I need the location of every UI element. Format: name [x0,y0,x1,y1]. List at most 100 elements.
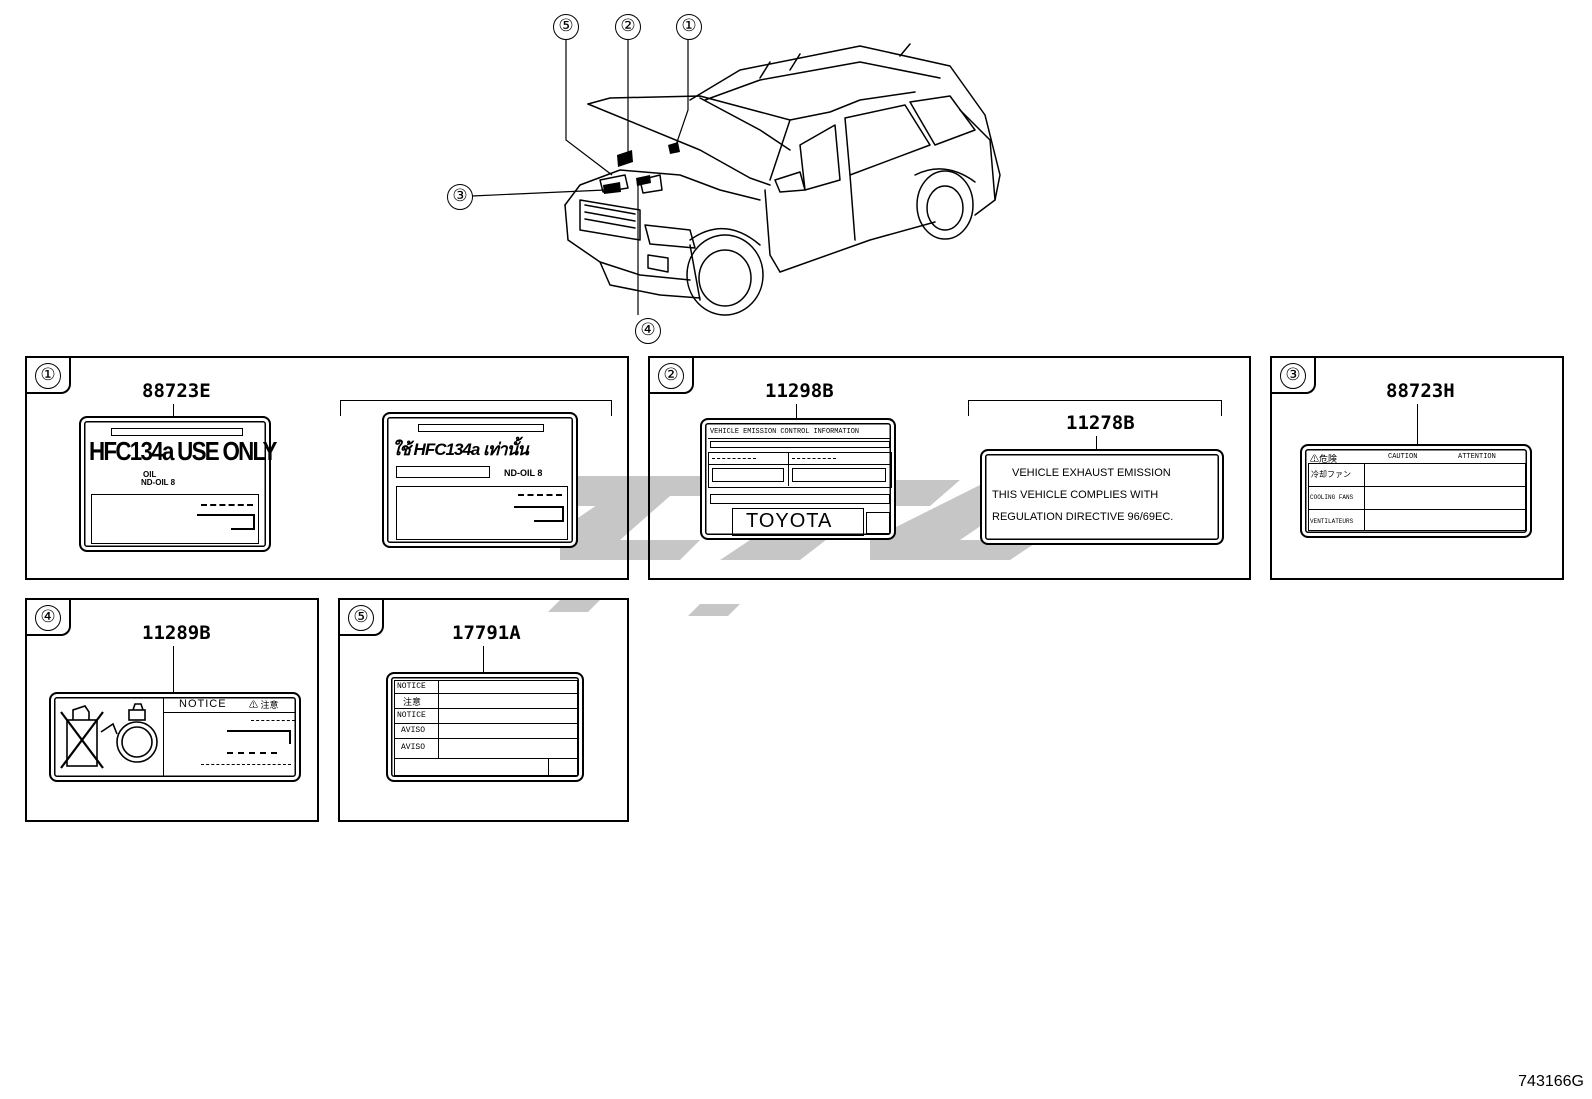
label-caution: CAUTION [1388,453,1418,461]
panel-tab [1272,358,1316,394]
label-11289b: NOTICE ⚠ 注意 [49,692,301,782]
panel-tab [27,600,71,636]
label-line-3: REGULATION DIRECTIVE 96/69EC. [992,511,1174,523]
label-rule [394,693,578,694]
part-number: 11298B [765,380,834,402]
panel-number: ④ [35,605,61,631]
label-frame [91,494,259,544]
label-line-1: VEHICLE EXHAUST EMISSION [1012,467,1171,479]
callout-5: ⑤ [553,14,579,40]
label-11278b: VEHICLE EXHAUST EMISSION THIS VEHICLE CO… [980,449,1224,545]
label-col [548,758,549,776]
part-number: 88723E [142,380,211,402]
label-frame [396,486,568,540]
label-col [163,698,164,776]
part-number: 88723H [1386,380,1455,402]
label-small-box [866,512,890,534]
label-88723h: ⚠危険 CAUTION ATTENTION 冷却ファン COOLING FANS… [1300,444,1532,538]
label-bar [710,494,890,504]
label-rule [163,712,295,713]
label-row-3: VENTILATEURS [1310,518,1354,525]
label-grid [708,452,892,488]
label-title: HFC134a USE ONLY [89,436,277,466]
label-11298b: VEHICLE EMISSION CONTROL INFORMATION TOY… [700,418,896,540]
label-line-2: THIS VEHICLE COMPLIES WITH [992,489,1159,501]
label-col [438,680,439,758]
label-notice-jp: ⚠ 注意 [249,700,279,710]
figure-id: 743166G [1518,1073,1584,1090]
label-bar [710,441,890,448]
label-oil: OIL [143,470,157,479]
leader-line [483,646,484,674]
label-row-2: 注意 [403,697,422,707]
label-frame [1308,463,1526,531]
leader-line [173,404,174,418]
label-row-2: COOLING FANS [1310,494,1354,501]
panel-tab [27,358,71,394]
leader-line [796,404,797,418]
label-title: ใช้ HFC134a เท่านั้น [392,440,529,459]
variant-bracket [340,400,612,416]
label-88723e: HFC134a USE ONLY OIL ND-OIL 8 [79,416,277,552]
callout-3: ③ [447,184,473,210]
label-rule [394,708,578,709]
label-col [788,452,789,486]
label-rule [394,738,578,739]
label-rule [394,758,578,759]
label-frame [394,680,578,776]
label-col [1364,463,1365,531]
leader-line [173,646,174,694]
panel-1: ① 88723E HFC134a USE ONLY OIL ND-OIL 8 ใ… [25,356,629,580]
label-row-1: 冷却ファン [1311,470,1351,479]
label-rule [1308,486,1526,487]
leader-line [1417,404,1418,446]
label-notice: NOTICE [179,698,227,710]
part-number: 17791A [452,622,521,644]
label-dash [518,494,562,496]
callout-4: ④ [635,318,661,344]
label-step [514,506,564,522]
label-top-bar [111,428,243,436]
label-rule [708,464,890,465]
label-field [792,468,886,482]
label-dash [792,458,836,459]
label-brand: TOYOTA [746,510,833,532]
panel-5: ⑤ 17791A NOTICE 注意 NOTICE AVISO AVISO [338,598,629,822]
panel-tab [340,600,384,636]
label-row-5: AVISO [401,743,426,752]
label-field [227,730,291,744]
panel-number: ③ [1280,363,1306,389]
label-row-1: NOTICE [397,682,426,691]
panel-tab [650,358,694,394]
label-rule [394,723,578,724]
panel-3: ③ 88723H ⚠危険 CAUTION ATTENTION 冷却ファン COO… [1270,356,1564,580]
label-dash [201,764,291,765]
label-rule [708,438,890,439]
callout-2: ② [615,14,641,40]
panel-number: ② [658,363,684,389]
panel-number: ⑤ [348,605,374,631]
label-17791a: NOTICE 注意 NOTICE AVISO AVISO [386,672,584,782]
part-number: 11278B [1066,412,1135,434]
label-warning: ⚠危険 [1310,454,1338,464]
label-dash [251,720,295,721]
refrigerant-pictogram [60,703,158,769]
label-dash [227,752,277,754]
label-field [396,466,490,478]
label-top-bar [418,424,544,432]
label-step [197,514,255,530]
label-step-2 [534,520,562,522]
panel-2: ② 11298B VEHICLE EMISSION CONTROL INFORM… [648,356,1251,580]
label-row-4: AVISO [401,726,426,735]
leader-line [1096,436,1097,450]
label-brand-box [732,508,864,536]
label-ndoil: ND-OIL 8 [141,478,176,487]
label-row-3: NOTICE [397,711,426,720]
label-rule [1308,509,1526,510]
label-dash [201,504,253,506]
label-header: VEHICLE EMISSION CONTROL INFORMATION [710,428,860,436]
panel-4: ④ 11289B NOTICE ⚠ 注意 [25,598,319,822]
part-number: 11289B [142,622,211,644]
label-field [712,468,784,482]
